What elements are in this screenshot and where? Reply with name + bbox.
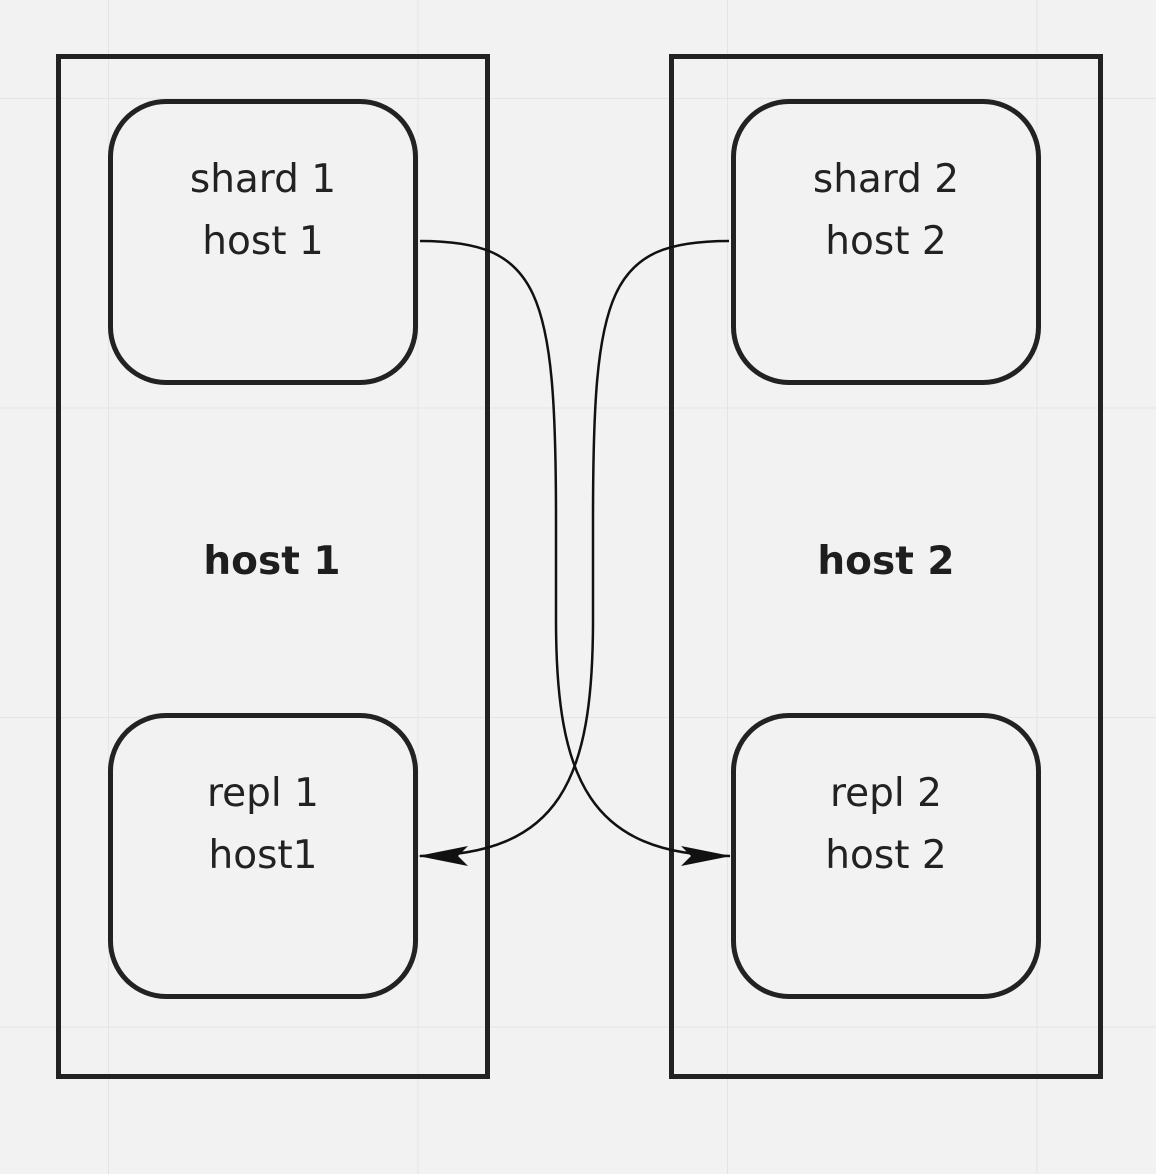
shard-2-title: shard 2 [812,157,960,202]
repl-1-title: repl 1 [207,771,319,816]
shard-2-node[interactable]: shard 2 host 2 [731,99,1041,385]
repl-2-node[interactable]: repl 2 host 2 [731,713,1041,999]
shard-2-host: host 2 [825,219,947,264]
host-2-label: host 2 [817,539,955,584]
host-1-label: host 1 [203,539,341,584]
repl-2-host: host 2 [825,833,947,878]
shard-1-node[interactable]: shard 1 host 1 [108,99,418,385]
repl-1-node[interactable]: repl 1 host1 [108,713,418,999]
shard-1-title: shard 1 [189,157,337,202]
shard-1-host: host 1 [202,219,324,264]
repl-1-host: host1 [208,833,318,878]
repl-2-title: repl 2 [830,771,942,816]
